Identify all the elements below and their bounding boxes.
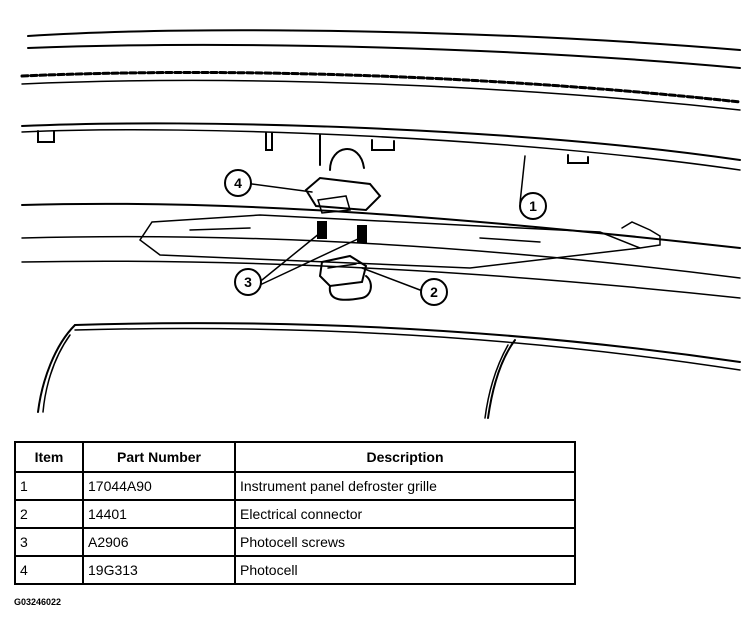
center-pillar	[487, 339, 516, 419]
leader-line-2	[361, 267, 421, 291]
cell-description: Electrical connector	[234, 499, 576, 529]
table-row: 2 14401 Electrical connector	[14, 499, 576, 529]
left-pillar	[37, 324, 76, 413]
callout-3: 3	[234, 268, 262, 296]
defroster-vent-strip	[20, 70, 742, 104]
dash-panel-line-3	[21, 260, 741, 299]
cell-description: Photocell	[234, 555, 576, 585]
leader-line-3a	[261, 232, 321, 281]
screw	[317, 221, 327, 239]
screw	[357, 225, 367, 243]
cell-part-number: 17044A90	[82, 471, 236, 501]
recess-plate	[138, 214, 641, 269]
connector-wire	[328, 275, 372, 301]
cell-item: 3	[14, 527, 84, 557]
callout-2: 2	[420, 278, 448, 306]
left-pillar-2	[42, 334, 71, 413]
callout-1: 1	[519, 192, 547, 220]
right-bracket	[621, 221, 661, 249]
center-pillar-2	[484, 344, 509, 419]
windshield-edge-line	[27, 29, 741, 51]
grille-tab	[371, 139, 395, 151]
grille-top-edge	[21, 122, 741, 161]
callout-4-label: 4	[234, 175, 242, 191]
header-item: Item	[14, 441, 84, 473]
grille-lower-edge	[21, 129, 741, 171]
table-row: 1 17044A90 Instrument panel defroster gr…	[14, 471, 576, 501]
callout-1-label: 1	[529, 198, 537, 214]
leader-line-4	[251, 183, 313, 193]
lower-dash-edge-2	[74, 327, 741, 371]
cell-description: Instrument panel defroster grille	[234, 471, 576, 501]
leader-line-1	[519, 155, 526, 204]
header-part-number: Part Number	[82, 441, 236, 473]
photocell-body	[304, 176, 382, 212]
leader-line-3b	[261, 237, 361, 285]
figure-id: G03246022	[14, 597, 62, 607]
exploded-view-diagram: 1 2 3 4	[20, 29, 742, 419]
connector-body	[318, 254, 368, 288]
grille-clip	[265, 132, 273, 151]
defroster-vent-strip-lower	[21, 79, 741, 111]
table-row: 4 19G313 Photocell	[14, 555, 576, 585]
lower-dash-edge	[74, 322, 741, 363]
connector-detail	[327, 263, 357, 269]
photocell-dome	[329, 148, 365, 171]
callout-4: 4	[224, 169, 252, 197]
photocell-flange	[317, 195, 351, 214]
cell-part-number: 14401	[82, 499, 236, 529]
cell-item: 1	[14, 471, 84, 501]
windshield-edge-line-2	[27, 43, 741, 69]
callout-2-label: 2	[430, 284, 438, 300]
header-description: Description	[234, 441, 576, 473]
table-header-row: Item Part Number Description	[14, 441, 576, 473]
cell-description: Photocell screws	[234, 527, 576, 557]
grille-tab	[567, 154, 589, 164]
cell-part-number: A2906	[82, 527, 236, 557]
cell-part-number: 19G313	[82, 555, 236, 585]
dash-panel-line	[21, 202, 741, 249]
recess-plate-slot	[479, 237, 541, 243]
grille-tab	[37, 130, 55, 143]
parts-table: Item Part Number Description 1 17044A90 …	[14, 441, 576, 585]
recess-plate-slot	[189, 227, 251, 231]
dash-panel-line-2	[21, 235, 741, 279]
callout-3-label: 3	[244, 274, 252, 290]
cell-item: 4	[14, 555, 84, 585]
cell-item: 2	[14, 499, 84, 529]
table-row: 3 A2906 Photocell screws	[14, 527, 576, 557]
